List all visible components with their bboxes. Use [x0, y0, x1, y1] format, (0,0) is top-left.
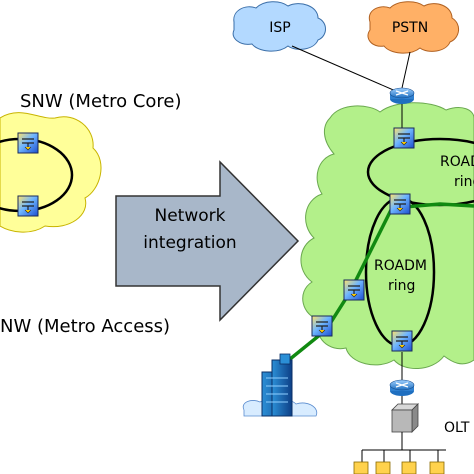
isp-label: ISP — [269, 20, 290, 36]
pstn-link — [401, 51, 411, 89]
isp-cloud — [232, 1, 326, 52]
pstn-label: PSTN — [392, 20, 428, 36]
upper-ring-label-line1: ROADM — [440, 154, 474, 170]
metro-core-cloud — [0, 112, 102, 233]
left-oxc-node-bottom — [17, 195, 39, 217]
onu-icon-3 — [401, 461, 417, 474]
oxc-node-access — [311, 315, 333, 337]
onu-icon-2 — [375, 461, 391, 474]
router-icon-top — [389, 87, 415, 105]
olt-box-icon — [391, 403, 419, 433]
upper-ring-label-line2: ring — [454, 174, 474, 190]
lower-ring-label-line1: ROADM — [374, 258, 427, 274]
arrow-label-line1: Network — [155, 206, 226, 226]
building-icon — [242, 353, 318, 417]
anw-label: NW (Metro Access) — [0, 316, 170, 337]
isp-link — [291, 45, 399, 93]
router-icon-bottom — [389, 379, 415, 397]
olt-distribution-tree — [361, 432, 446, 462]
oxc-node-bottom — [391, 330, 413, 352]
onu-icon-1 — [353, 461, 369, 474]
left-oxc-node-top — [17, 132, 39, 154]
lower-ring-label-line2: ring — [388, 278, 415, 294]
oxc-node-junction — [389, 193, 411, 215]
snw-label: SNW (Metro Core) — [20, 91, 182, 112]
onu-icon-4 — [429, 461, 445, 474]
network-integration-arrow — [115, 160, 300, 322]
arrow-label-line2: integration — [143, 233, 236, 253]
olt-label: OLT — [444, 420, 470, 436]
oxc-node-left — [343, 279, 365, 301]
pstn-cloud — [367, 1, 459, 54]
oxc-node-top — [393, 127, 415, 149]
